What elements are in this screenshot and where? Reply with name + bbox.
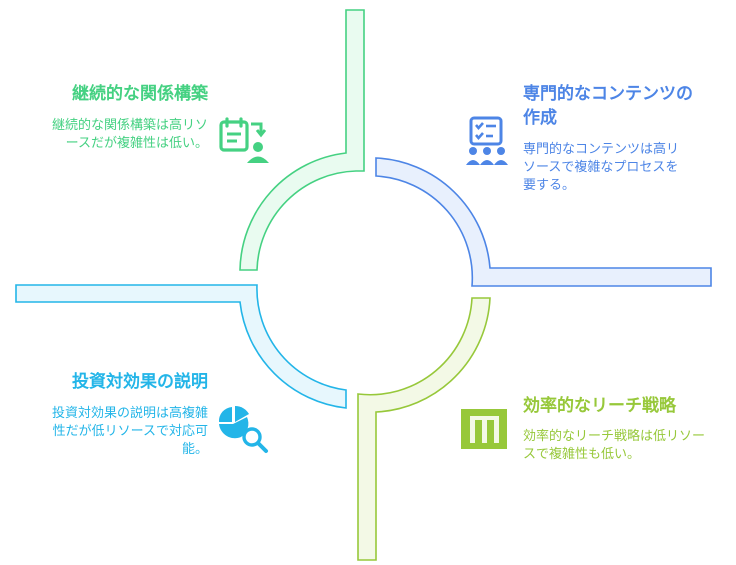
- quadrant-title: 投資対効果の説明: [72, 372, 208, 392]
- quadrant-description: 効率的なリーチ戦略は低リソースで複雑性も低い。: [523, 429, 706, 462]
- quadrant-description: 継続的な関係構築は高リソースだが複雑性は低い。: [51, 118, 208, 151]
- checklist-person-icon: [219, 117, 269, 163]
- quadrant-bottom-left: 投資対効果の説明 投資対効果の説明は高複雑性だが低リソースで対応可能。: [52, 370, 208, 459]
- building-columns-icon: [461, 409, 507, 449]
- clipboard-team-icon: [466, 116, 508, 165]
- quadrant-title: 効率的なリーチ戦略: [523, 396, 676, 416]
- quadrant-top-right: 専門的なコンテンツの作成 専門的なコンテンツは高リソースで複雑なプロセスを要する…: [523, 82, 695, 195]
- arm-bottom-left: [15, 284, 347, 409]
- quadrant-title: 専門的なコンテンツの作成: [523, 84, 693, 128]
- arm-top-left: [239, 9, 365, 271]
- quadrant-description: 専門的なコンテンツは高リソースで複雑なプロセスを要する。: [523, 142, 680, 193]
- quadrant-top-left: 継続的な関係構築 継続的な関係構築は高リソースだが複雑性は低い。: [40, 82, 208, 153]
- pie-chart-magnifier-icon: [219, 405, 268, 453]
- quadrant-bottom-right: 効率的なリーチ戦略 効率的なリーチ戦略は低リソースで複雑性も低い。: [523, 394, 711, 464]
- arm-bottom-right: [357, 297, 491, 561]
- quadrant-description: 投資対効果の説明は高複雑性だが低リソースで対応可能。: [52, 406, 209, 457]
- arm-top-right: [375, 157, 712, 287]
- quadrant-title: 継続的な関係構築: [72, 84, 208, 104]
